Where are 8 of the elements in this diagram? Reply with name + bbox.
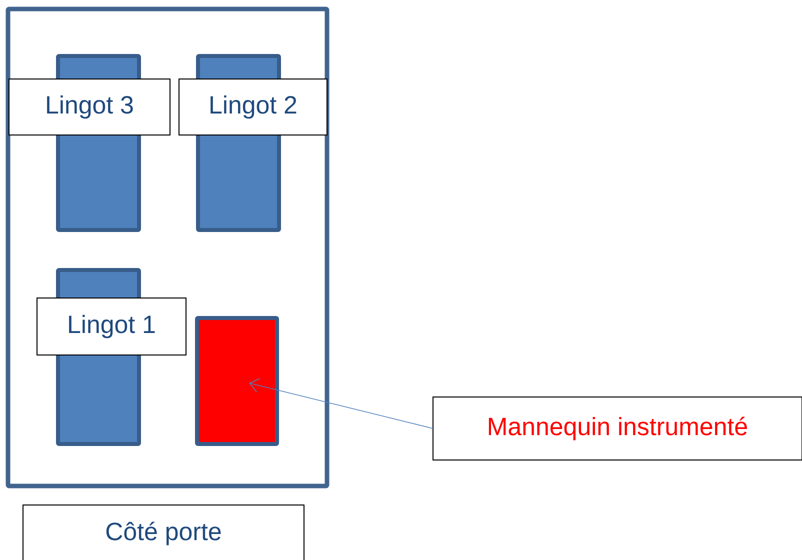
label-box: Mannequin instrumenté bbox=[432, 396, 802, 460]
label-box: Lingot 2 bbox=[178, 78, 328, 136]
label-box: Lingot 3 bbox=[8, 78, 170, 136]
room-outline bbox=[6, 6, 330, 488]
arrow bbox=[249, 378, 434, 429]
label-box: Lingot 1 bbox=[36, 298, 186, 356]
mannequin-bar bbox=[195, 316, 279, 446]
label-box: Côté porte bbox=[22, 504, 304, 560]
